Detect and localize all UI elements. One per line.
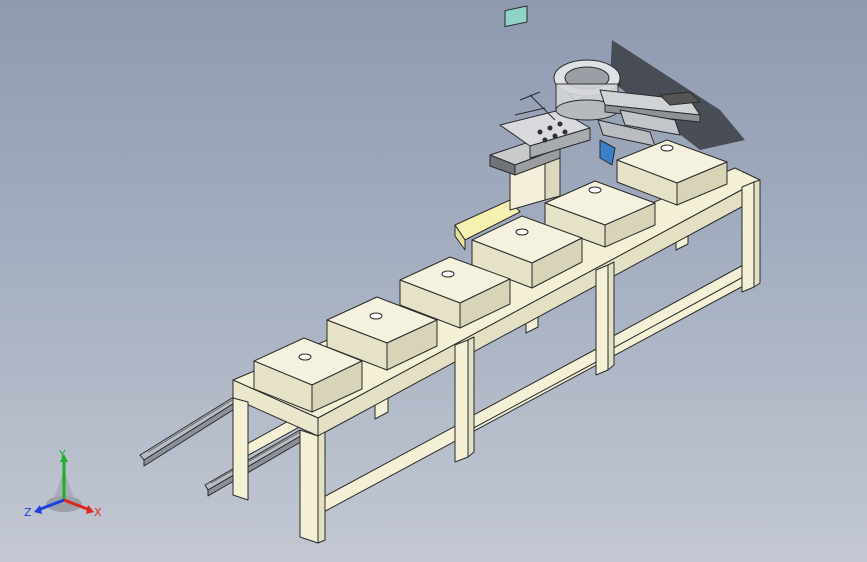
block-4[interactable]	[399, 256, 511, 329]
block-2[interactable]	[253, 337, 363, 413]
x-axis-arrow	[63, 498, 91, 512]
y-axis-label: Y	[58, 448, 66, 461]
floor-rail-rear[interactable]	[139, 397, 237, 467]
z-axis-arrow	[37, 498, 65, 512]
feeder-assembly[interactable]	[454, 5, 745, 251]
axis-triad: Y X Z	[22, 446, 106, 526]
z-axis-label: Z	[24, 506, 32, 519]
floor-rail-front[interactable]	[204, 429, 305, 497]
block-6[interactable]	[544, 180, 656, 248]
x-axis-label: X	[94, 506, 102, 519]
block-3[interactable]	[326, 296, 438, 371]
block-7[interactable]	[616, 139, 728, 206]
block-5[interactable]	[471, 215, 583, 289]
